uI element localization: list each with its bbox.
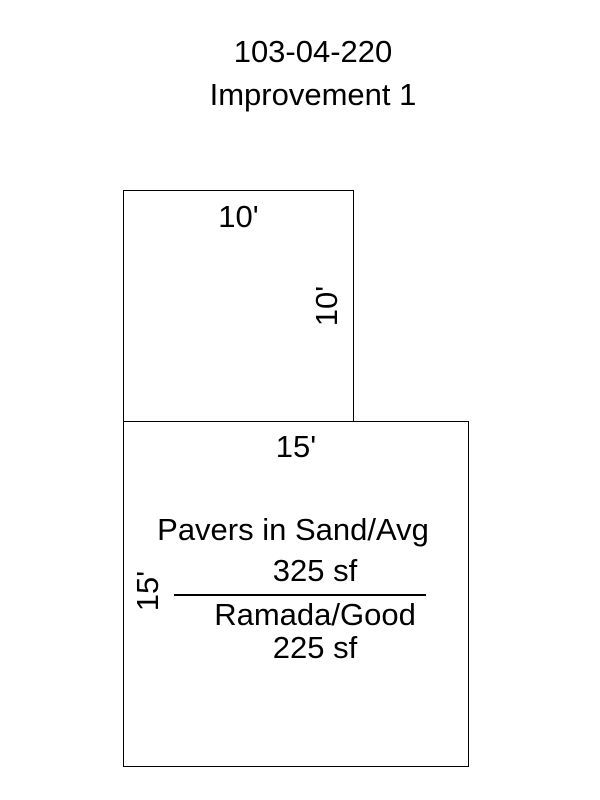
pavers-area-size: 325 sf xyxy=(272,553,358,588)
area-divider-line xyxy=(174,594,426,596)
ramada-area-size: 225 sf xyxy=(272,630,358,665)
bottom-section-outline xyxy=(123,421,469,767)
parcel-id: 103-04-220 xyxy=(233,34,393,69)
ramada-area-name: Ramada/Good xyxy=(214,597,416,632)
top-section-width-label: 10' xyxy=(218,199,259,234)
top-section-height-label: 10' xyxy=(309,285,344,327)
pavers-area-name: Pavers in Sand/Avg xyxy=(157,512,429,547)
improvement-title: Improvement 1 xyxy=(209,77,417,112)
bottom-section-width-label: 15' xyxy=(275,429,317,464)
